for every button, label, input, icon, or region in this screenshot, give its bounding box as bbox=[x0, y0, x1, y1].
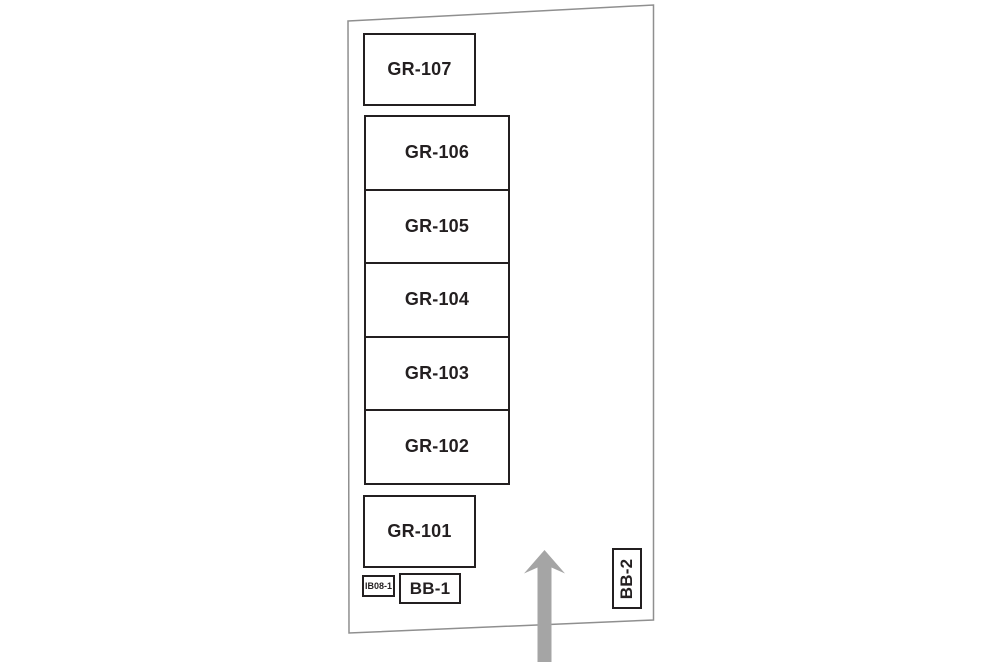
room-gr-103-label: GR-103 bbox=[404, 362, 470, 383]
room-gr-102-label: GR-102 bbox=[404, 436, 470, 457]
room-ib08-1-label: IB08-1 bbox=[364, 581, 392, 591]
room-gr-104: GR-104 bbox=[364, 262, 510, 338]
room-gr-106-label: GR-106 bbox=[404, 142, 470, 163]
room-gr-107: GR-107 bbox=[363, 33, 476, 106]
room-ib08-1: IB08-1 bbox=[362, 575, 395, 597]
room-gr-105: GR-105 bbox=[364, 188, 510, 264]
room-bb-1-label: BB-1 bbox=[409, 578, 451, 598]
room-bb-2: BB-2 bbox=[612, 548, 642, 609]
room-gr-101-label: GR-101 bbox=[387, 521, 452, 541]
room-stack: GR-106 GR-105 GR-104 GR-103 GR-102 bbox=[364, 115, 510, 485]
room-gr-102: GR-102 bbox=[364, 409, 510, 485]
room-bb-1: BB-1 bbox=[399, 573, 461, 604]
room-bb-2-label: BB-2 bbox=[617, 558, 637, 599]
room-gr-106: GR-106 bbox=[364, 115, 510, 191]
room-gr-105-label: GR-105 bbox=[404, 215, 470, 236]
room-gr-101: GR-101 bbox=[363, 495, 476, 568]
room-gr-107-label: GR-107 bbox=[387, 59, 452, 79]
room-gr-104-label: GR-104 bbox=[404, 289, 470, 310]
room-gr-103: GR-103 bbox=[364, 335, 510, 411]
